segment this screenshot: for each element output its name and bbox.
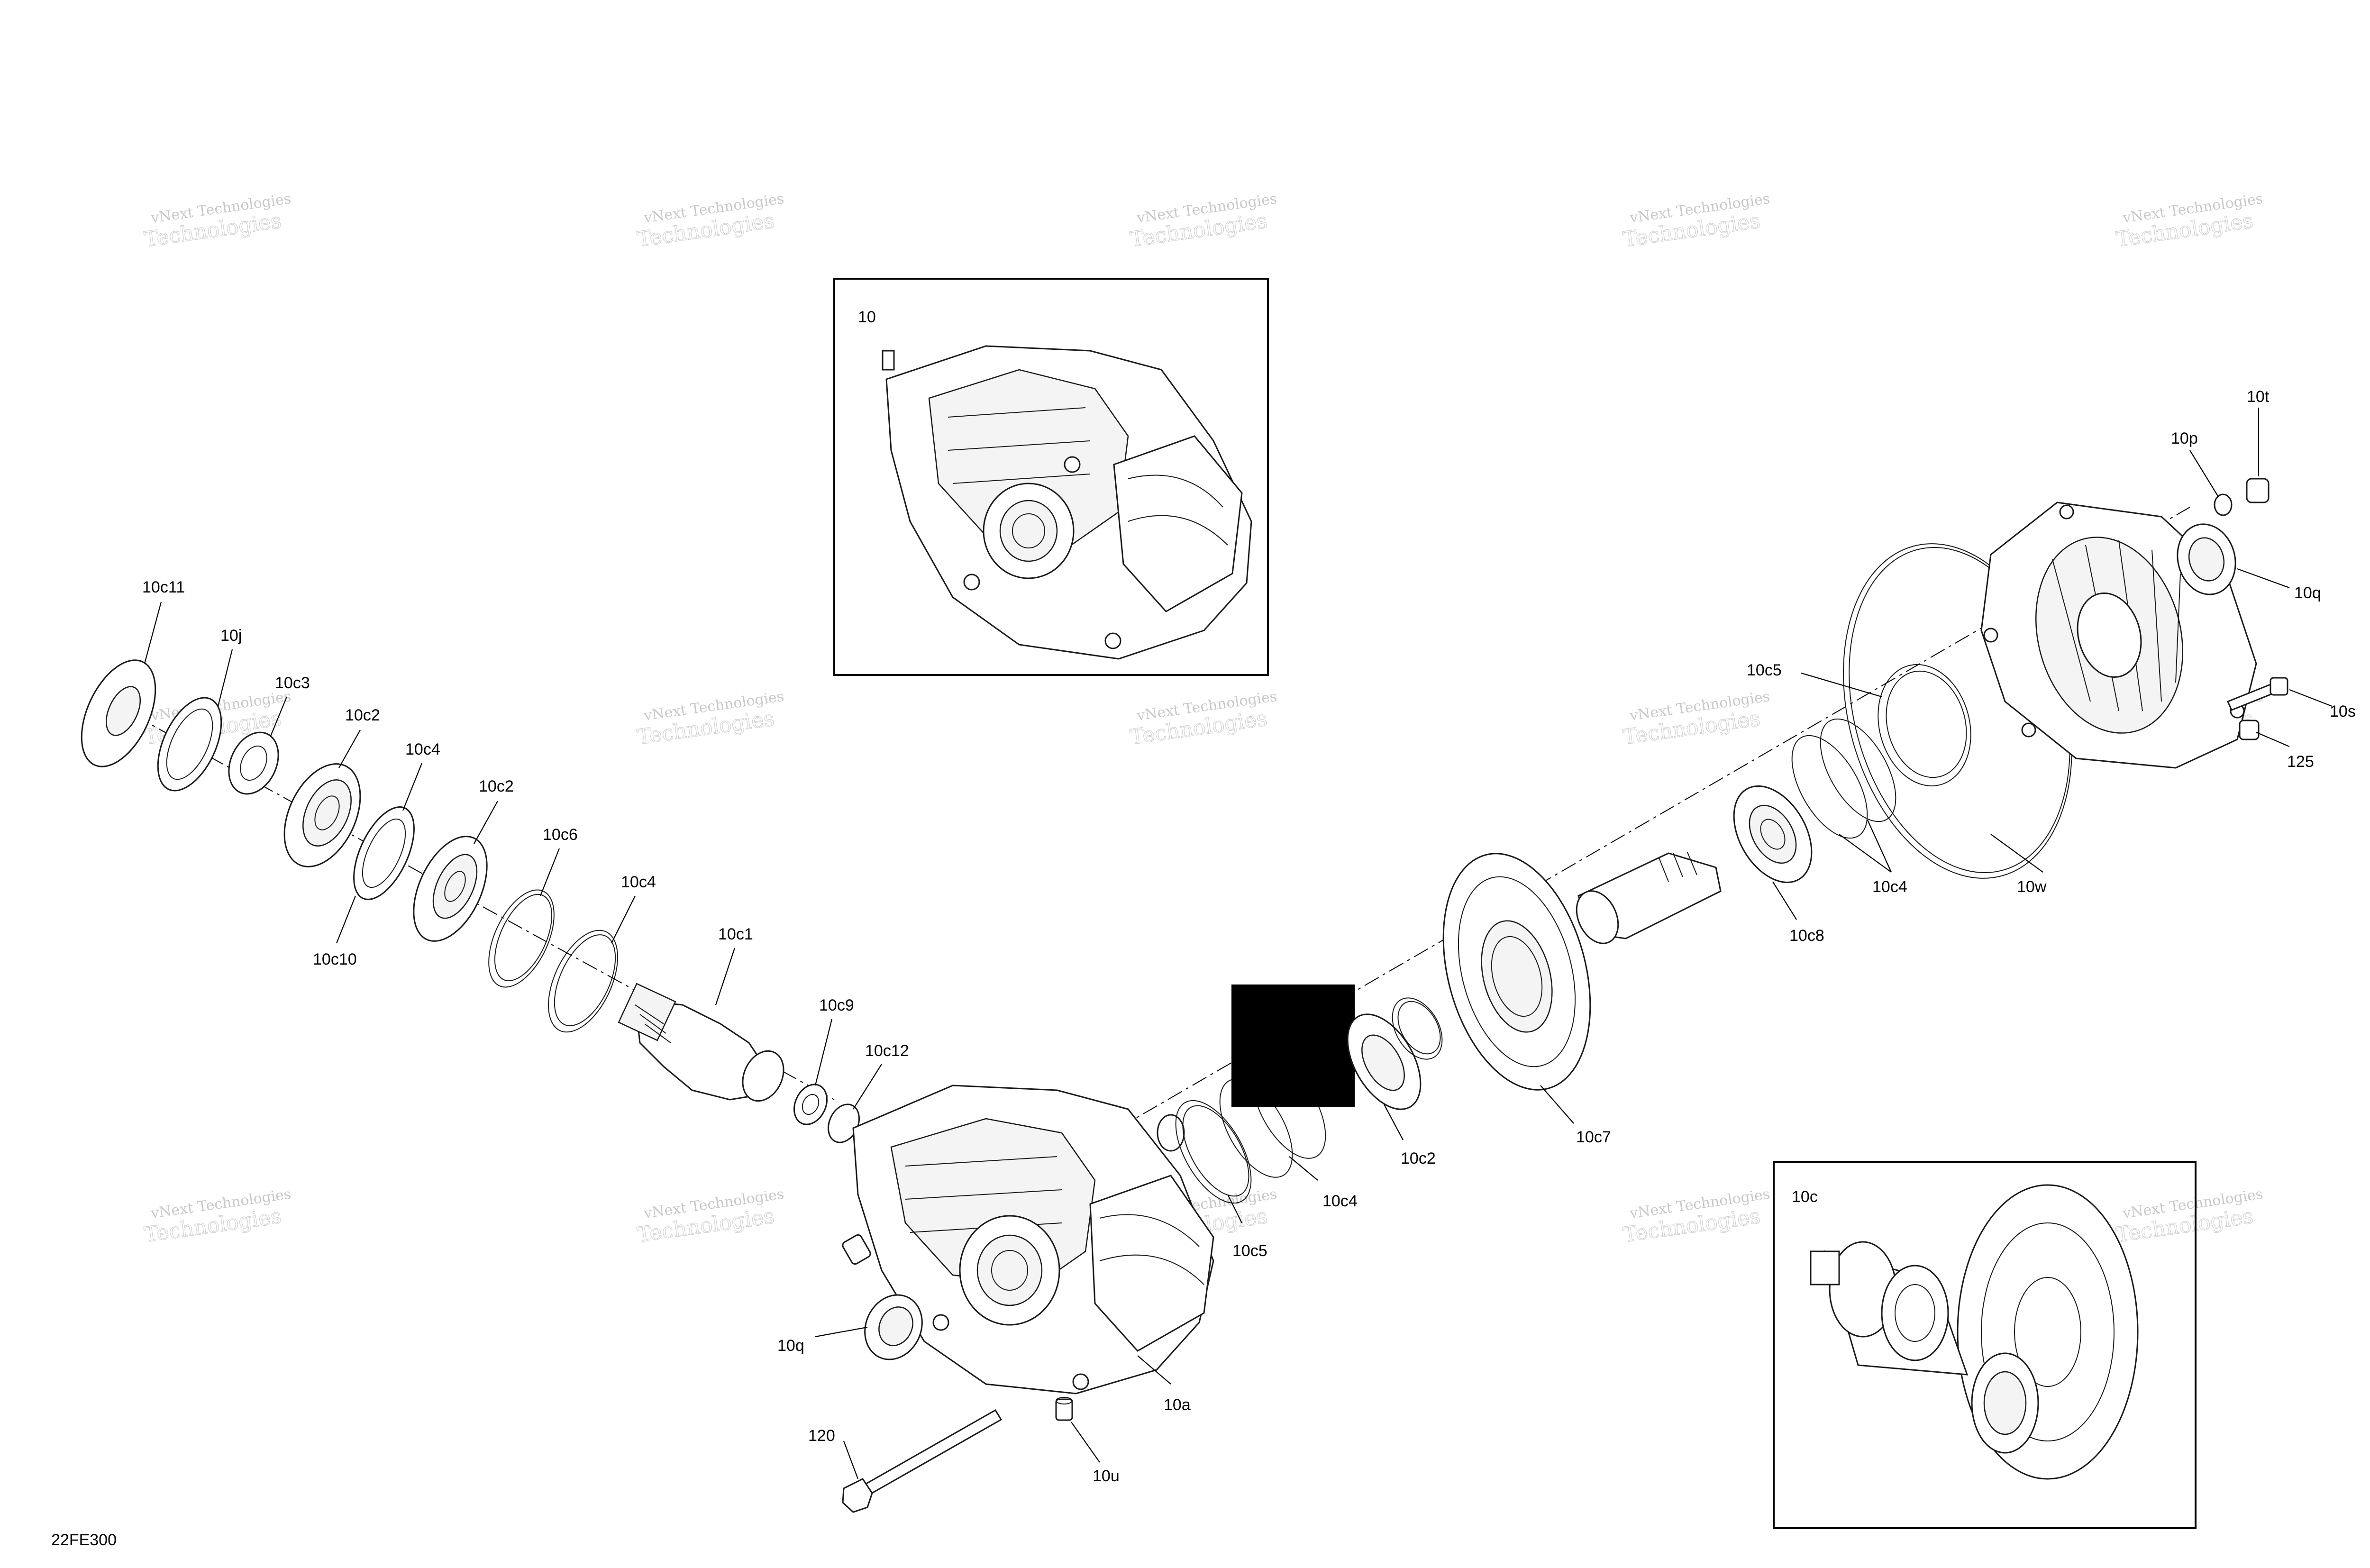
watermark: vNext Technologies Technologies (1622, 688, 1771, 750)
part-10c4-ring-left (548, 930, 618, 1033)
callout-label: 10p (2171, 429, 2198, 447)
part-10c9-bushing (793, 1084, 828, 1125)
part-10q-seal-right (2177, 523, 2236, 595)
part-10s-bolt (2226, 677, 2288, 711)
callout-label: 10c2 (479, 777, 514, 795)
part-10a-housing (852, 1085, 1214, 1395)
callout-label: 10c9 (819, 996, 854, 1014)
part-10c8-bearing (1733, 785, 1813, 883)
watermark: vNext Technologies Technologies (1622, 1186, 1771, 1248)
inset-frame (833, 278, 1269, 676)
callout-label: 10c8 (1789, 927, 1824, 945)
callout-label: 10q (777, 1337, 804, 1355)
inset-assembly-box: 10 (833, 278, 1269, 676)
part-10c5-shim-low (1175, 1100, 1252, 1204)
watermark: vNext Technologies Technologies (636, 688, 785, 750)
pinion-subassembly-image (1810, 1184, 2139, 1480)
gearbox-housing-image (882, 345, 1252, 660)
part-10p-washer (2214, 493, 2233, 516)
callout-labels: 10c11 10j 10c3 10c2 10c4 10c10 10c2 10c6… (142, 388, 2356, 1485)
part-125-bolt (2239, 720, 2260, 740)
callout-label: 10t (2247, 388, 2270, 406)
callout-label: 10c11 (142, 578, 185, 596)
part-10c6-ring (488, 889, 555, 988)
part-10c2-bearing-middle (1347, 1013, 1422, 1110)
inset-frame (1773, 1161, 2197, 1529)
part-10q-seal-left (864, 1294, 923, 1360)
inset-label: 10c (1792, 1188, 1818, 1206)
callout-label: 10c10 (313, 950, 357, 968)
callout-label: 120 (808, 1427, 835, 1445)
callout-label: 10c6 (543, 826, 578, 844)
part-10c2-bearing-second (413, 836, 488, 942)
callout-label: 10c2 (345, 706, 380, 724)
callout-label: 10c7 (1576, 1128, 1611, 1146)
callout-label: 10c1 (718, 925, 753, 943)
watermark: vNext Technologies Technologies (143, 1186, 292, 1248)
inset-label: 10 (858, 308, 876, 326)
part-10u-dowel (1055, 1397, 1073, 1421)
callout-label: 10c4 (1872, 878, 1907, 896)
part-10c7-ring-gear (1442, 853, 1591, 1091)
leader-lines (144, 408, 2333, 1479)
part-10c2-bearing-left (283, 763, 361, 867)
callout-label: 10u (1093, 1467, 1120, 1485)
callout-label: 10q (2294, 584, 2321, 602)
callout-label: 10c12 (865, 1042, 909, 1060)
watermark: vNext Technologies Technologies (2115, 191, 2264, 252)
watermark: vNext Technologies Technologies (1622, 191, 1771, 252)
part-10c11-washer (81, 659, 156, 767)
part-10t-plug (2246, 478, 2270, 503)
part-10c4-rings-right (1791, 718, 1896, 839)
callout-label: 10s (2330, 702, 2356, 720)
watermark: vNext Technologies Technologies (143, 191, 292, 252)
part-10c10-shim (353, 806, 415, 900)
part-10c3-nut (228, 731, 279, 795)
watermark: vNext Technologies Technologies (1129, 191, 1278, 252)
callout-label: 10a (1164, 1396, 1191, 1414)
watermark: vNext Technologies Technologies (636, 191, 785, 252)
callout-label: 10c2 (1401, 1149, 1436, 1167)
watermark: vNext Technologies Technologies (2115, 1186, 2264, 1248)
part-10c8-output-shaft (1576, 852, 1722, 944)
part-10c5-shim-right (1878, 664, 1971, 786)
part-10c1-pinion-shaft (618, 983, 784, 1102)
part-10j-seal (157, 697, 222, 792)
callout-label: 10j (220, 627, 242, 645)
part-vent-fitting (842, 1234, 871, 1265)
diagram-code: 22FE300 (51, 1531, 117, 1549)
inset-subassembly-box: 10c (1773, 1161, 2197, 1529)
callout-label: 10c5 (1232, 1242, 1267, 1260)
watermark-layer: vNext Technologies Technologies vNext Te… (143, 191, 2264, 1248)
watermark: vNext Technologies Technologies (636, 1186, 785, 1248)
part-120-bolt (842, 1409, 1003, 1513)
callout-label: 10c4 (1322, 1192, 1358, 1210)
callout-label: 10c4 (621, 873, 656, 891)
callout-label: 10w (2017, 878, 2047, 896)
watermark: vNext Technologies Technologies (1129, 688, 1278, 750)
callout-label: 10c3 (275, 674, 310, 692)
callout-label: 10c5 (1747, 661, 1782, 679)
callout-label: 125 (2287, 753, 2314, 771)
callout-label: 10c4 (405, 740, 440, 758)
part-ring-small (1392, 997, 1443, 1060)
redaction-block (1231, 985, 1355, 1107)
